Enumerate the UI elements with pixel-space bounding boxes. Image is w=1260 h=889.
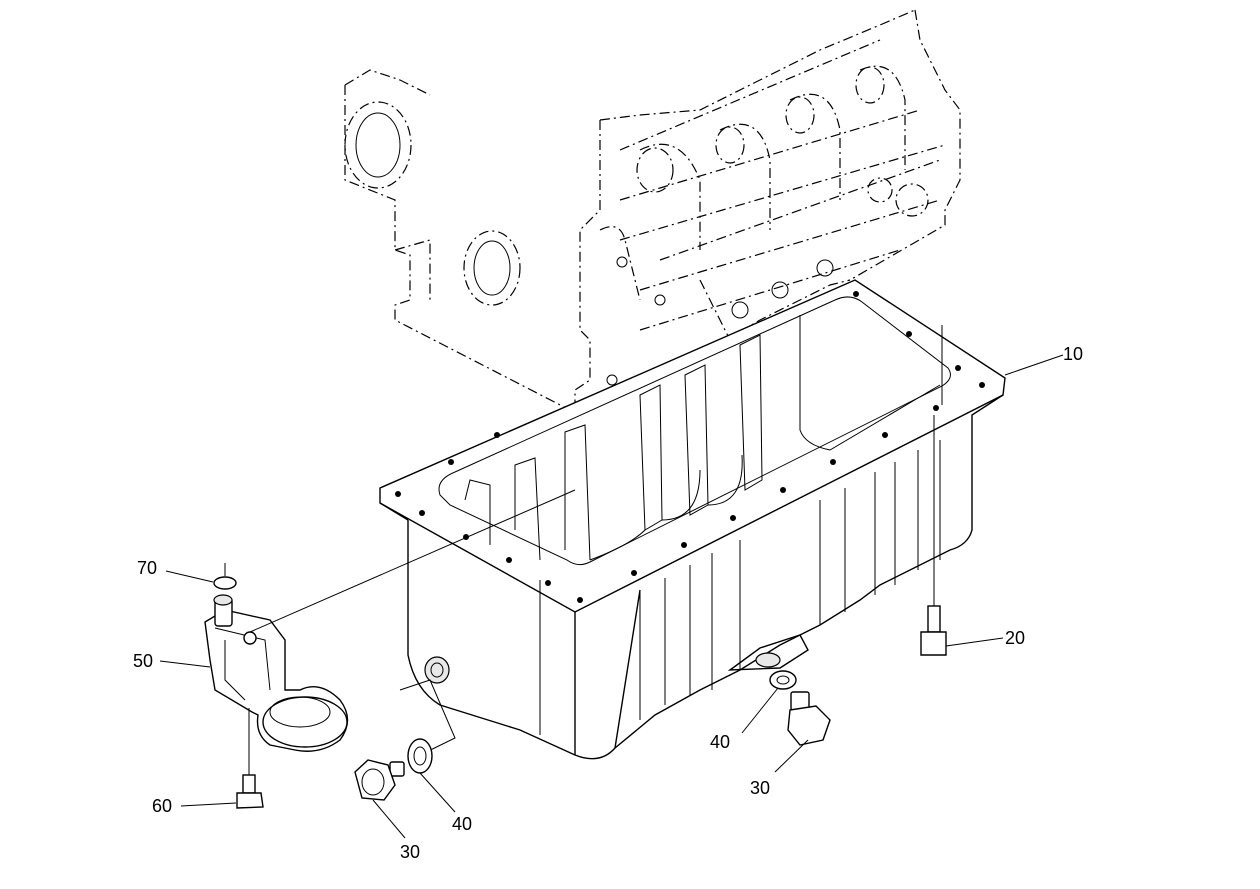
guide-line	[249, 489, 576, 633]
o-ring	[213, 563, 237, 590]
callout-60: 60	[152, 796, 172, 816]
callout-40-bottom: 40	[710, 732, 730, 752]
oil-strainer	[204, 594, 349, 752]
callout-40-side: 40	[452, 814, 472, 834]
callout-30-side: 30	[400, 842, 420, 862]
stud-bolt	[920, 325, 947, 656]
oil-pan	[379, 279, 1006, 760]
callout-20: 20	[1005, 628, 1025, 648]
callout-50: 50	[133, 651, 153, 671]
callout-70: 70	[137, 558, 157, 578]
callout-10: 10	[1063, 344, 1083, 364]
bolt-strainer	[236, 708, 264, 809]
callout-30-bottom: 30	[750, 778, 770, 798]
drain-plug-bottom	[769, 670, 831, 746]
leader-lines	[159, 354, 1064, 839]
drain-plug-side	[354, 679, 456, 801]
